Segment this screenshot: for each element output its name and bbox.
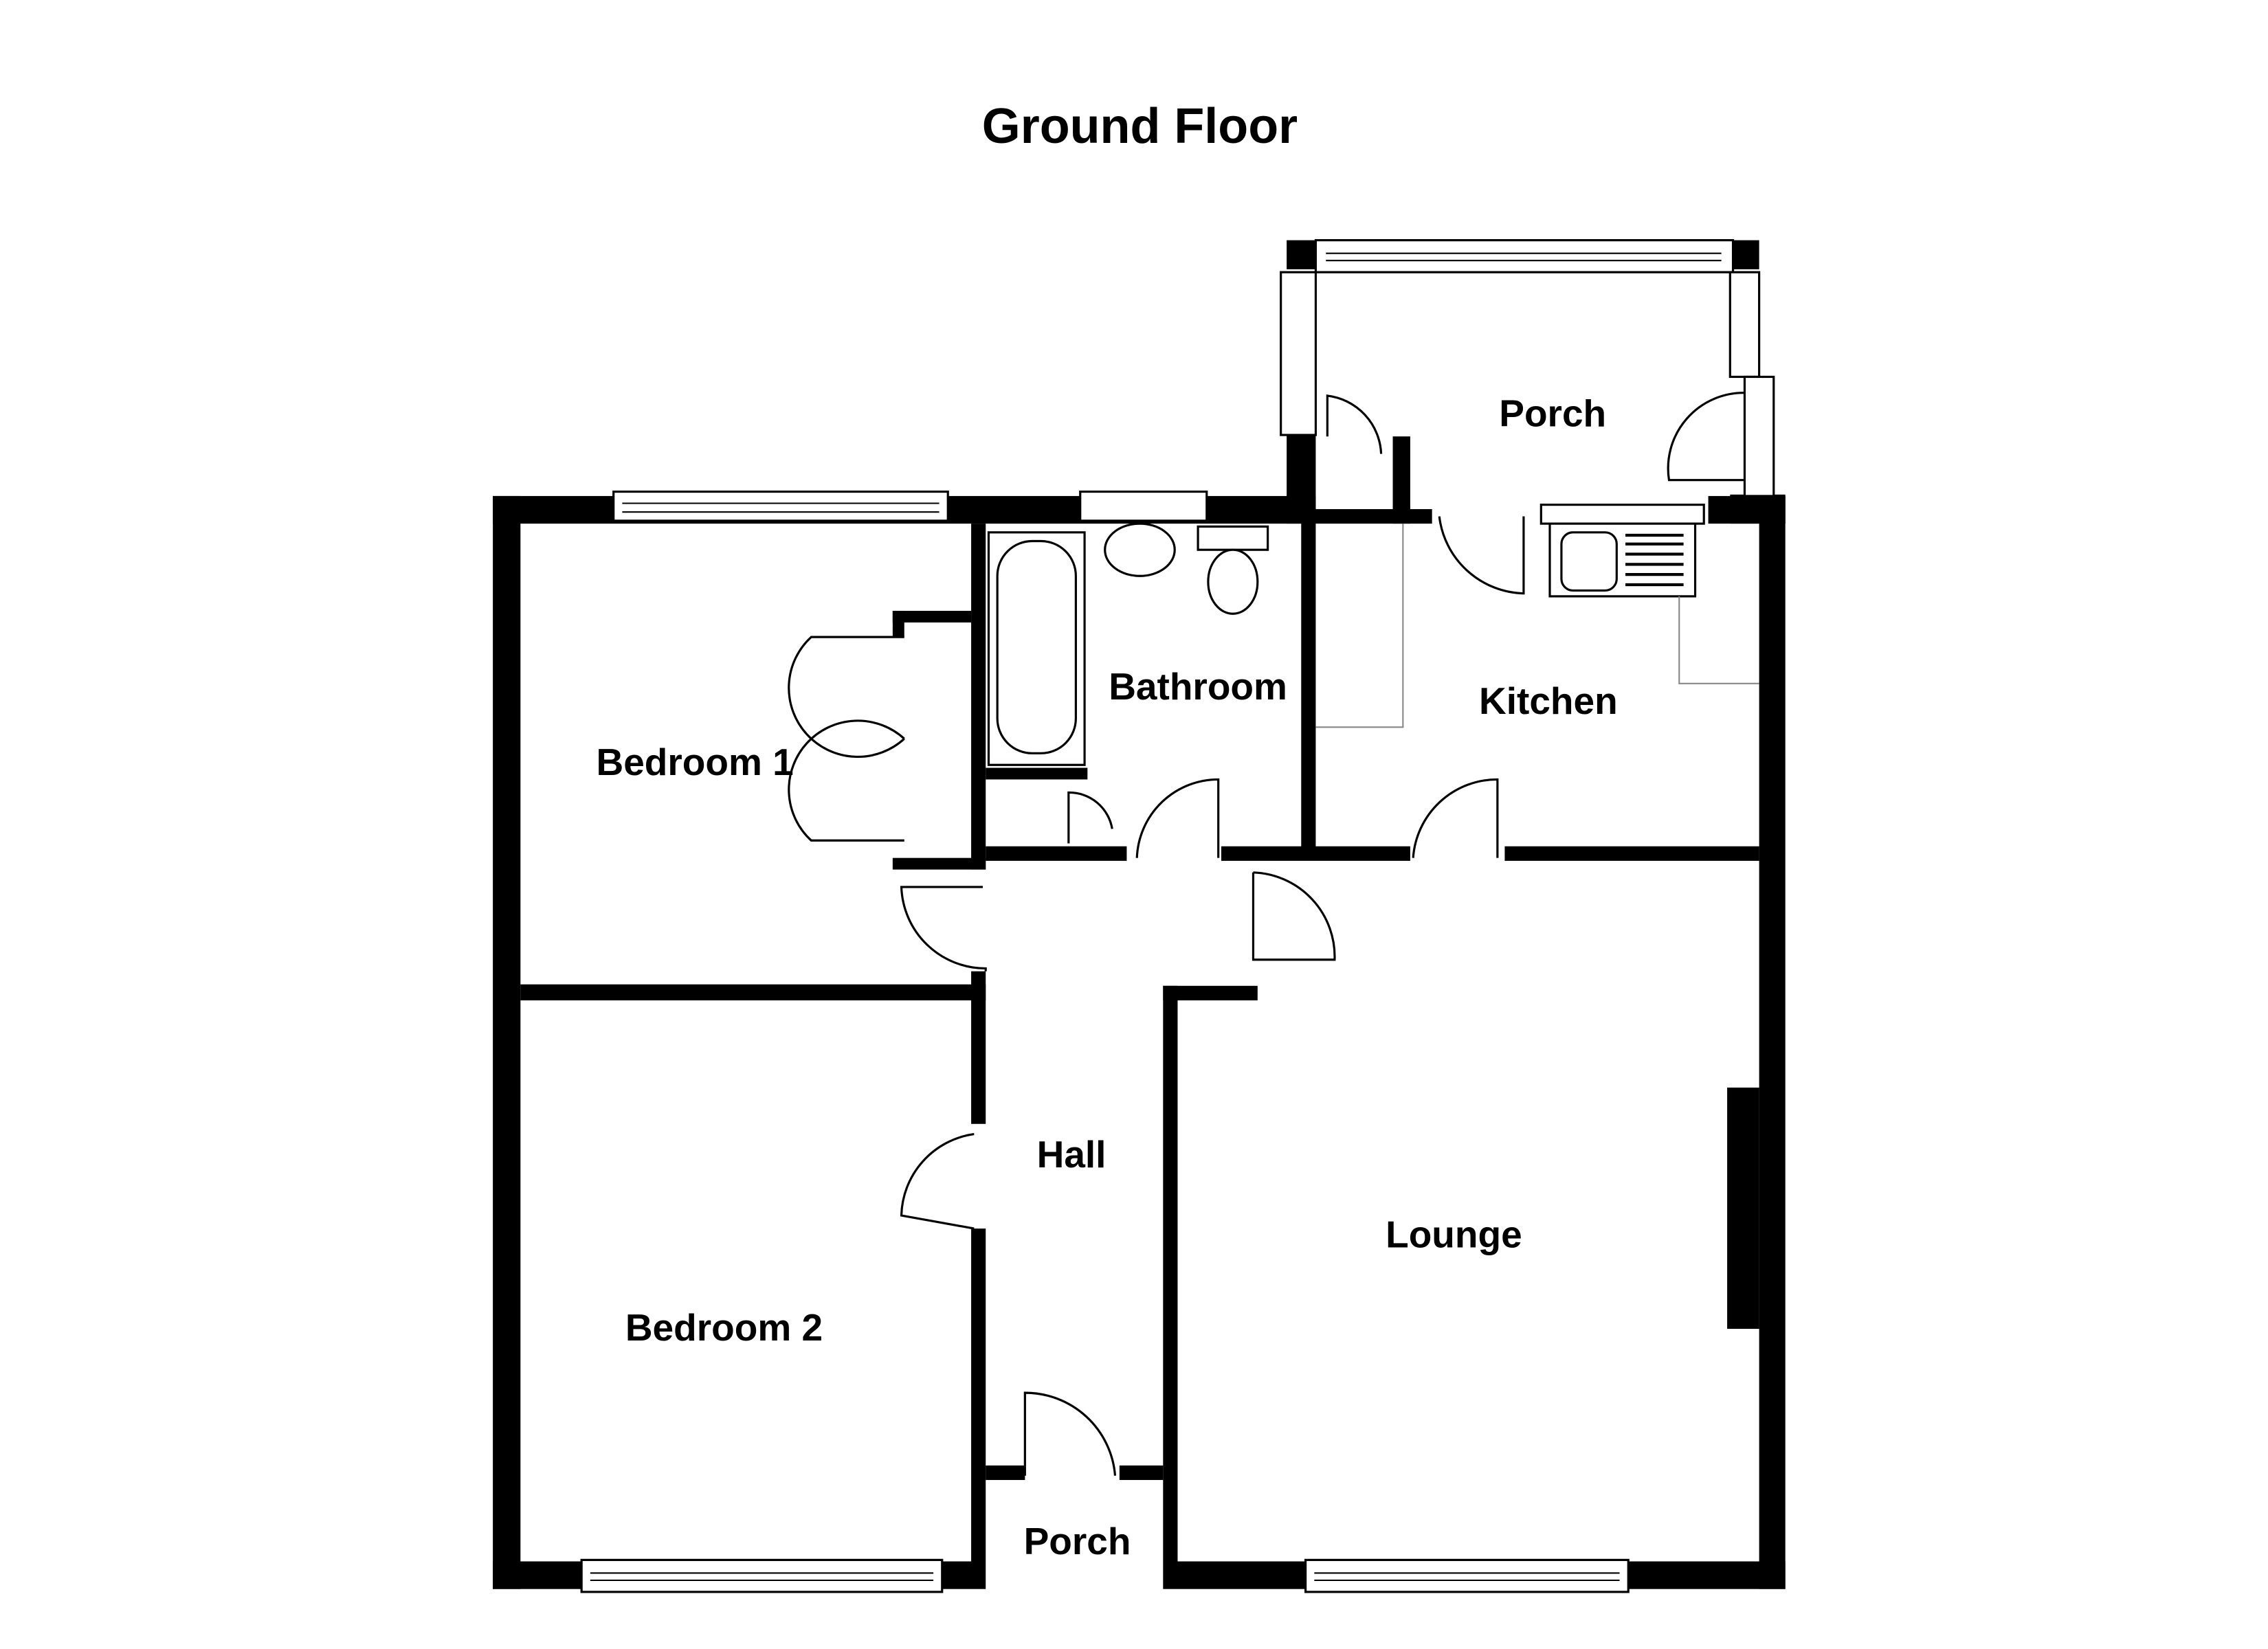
- windows: [580, 239, 1775, 1593]
- toilet: [1207, 548, 1259, 615]
- window-lounge: [1304, 1558, 1630, 1593]
- chimney-breast: [1727, 1087, 1759, 1330]
- window-kitchen: [1539, 504, 1705, 525]
- walls: [493, 240, 1786, 1589]
- label-porch-rear: Porch: [1499, 392, 1606, 434]
- plan-title: Ground Floor: [982, 99, 1298, 154]
- window-porch-left: [1280, 271, 1318, 436]
- window-porch-right: [1728, 271, 1761, 379]
- label-porch-front: Porch: [1024, 1520, 1131, 1562]
- label-kitchen: Kitchen: [1479, 680, 1618, 722]
- basin: [1104, 522, 1176, 577]
- window-bathroom: [1079, 490, 1208, 522]
- label-lounge: Lounge: [1386, 1213, 1522, 1256]
- window-bedroom2: [580, 1558, 944, 1593]
- label-bedroom2: Bedroom 2: [625, 1306, 823, 1349]
- toilet-cistern: [1197, 525, 1269, 551]
- doors: [788, 392, 1745, 1476]
- label-bathroom: Bathroom: [1109, 665, 1287, 708]
- label-bedroom1: Bedroom 1: [597, 741, 794, 783]
- room-labels: Porch Bathroom Kitchen Bedroom 1 Bedroom…: [597, 392, 1618, 1562]
- window-porch-top: [1314, 239, 1735, 273]
- window-bedroom1: [612, 490, 949, 522]
- fixtures: [987, 522, 1759, 844]
- label-hall: Hall: [1037, 1133, 1107, 1176]
